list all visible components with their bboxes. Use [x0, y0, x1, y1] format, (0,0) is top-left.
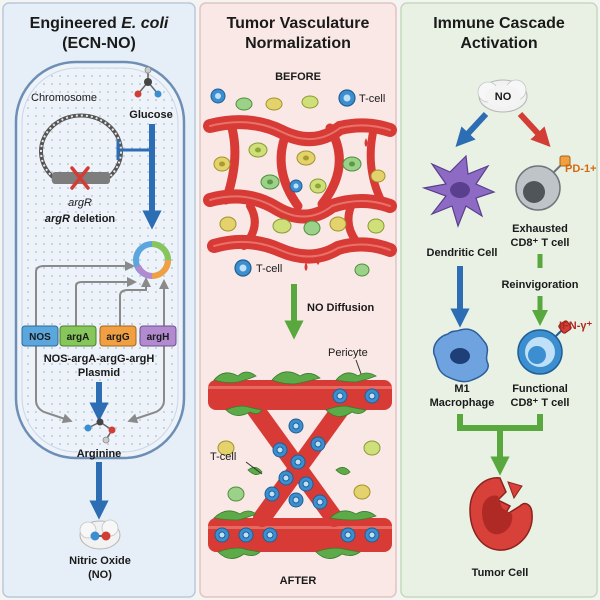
no-label: NO	[495, 91, 512, 103]
right-title-line2: Activation	[460, 35, 537, 52]
tcell-legend-icon-top	[338, 89, 356, 107]
tcell-before	[210, 88, 303, 193]
chromosome-label: Chromosome	[31, 92, 97, 104]
pd1-label: PD-1+	[565, 163, 597, 175]
macrophage-label: Macrophage	[430, 397, 495, 409]
right-title: Immune Cascade	[433, 15, 565, 32]
gene-box-argg	[99, 325, 137, 347]
nitric-oxide-label: Nitric Oxide	[69, 555, 131, 567]
exhausted-label: Exhausted	[512, 223, 568, 235]
middle-title-line2: Normalization	[245, 35, 351, 52]
no-to-exhausted-arrow	[517, 111, 551, 148]
dendritic-cell-label: Dendritic Cell	[427, 247, 498, 259]
gene-cassette: NOS argA argG argH	[21, 325, 177, 347]
tumor-cell-icon	[469, 477, 533, 551]
nitric-oxide-abbr-label: (NO)	[88, 569, 112, 581]
tcell-label-mid: T-cell	[256, 263, 282, 275]
tumor-cell-label: Tumor Cell	[472, 567, 529, 579]
plasmid-ring-icon	[133, 241, 171, 279]
reinvigoration-label: Reinvigoration	[501, 279, 578, 291]
tcells-after	[214, 388, 380, 543]
feedback-arrows	[35, 261, 169, 424]
pd1-receptor-icon	[553, 155, 571, 173]
tumor-cells-after	[217, 440, 381, 502]
tcell-label-bottom: T-cell	[210, 451, 236, 463]
exhausted-tcell-icon	[515, 165, 561, 211]
glucose-molecule-icon	[134, 66, 162, 98]
no-cloud-icon	[477, 79, 528, 113]
tcell-label-top: T-cell	[359, 93, 385, 105]
pericytes	[213, 371, 377, 559]
deletion-x-icon	[70, 166, 90, 190]
gene-box-argh	[139, 325, 177, 347]
m1-label: M1	[454, 383, 469, 395]
gene-box-arga	[59, 325, 97, 347]
middle-title: Tumor Vasculature	[227, 15, 370, 32]
argr-deletion-label: argR deletion	[45, 213, 116, 225]
ifn-secretion-icon	[555, 320, 572, 337]
nitric-oxide-cloud-icon	[79, 519, 121, 550]
argr-gene-label: argR	[68, 197, 92, 209]
tcell-legend-icon-mid	[234, 259, 252, 277]
tumor-cells-before	[213, 95, 386, 277]
no-diffusion-label: NO Diffusion	[307, 302, 374, 314]
pericyte-label: Pericyte	[328, 347, 368, 359]
ifn-label: IFN-γ⁺	[559, 320, 593, 332]
functional-tcell-icon	[517, 329, 563, 375]
gene-label-argg: argG	[106, 332, 130, 343]
panel-right-bg	[400, 2, 598, 598]
plasmid-genes-label: NOS-argA-argG-argH	[44, 353, 155, 365]
left-title-line2: (ECN-NO)	[62, 35, 136, 52]
no-to-dendritic-arrow	[455, 111, 489, 148]
dendritic-cell-icon	[421, 154, 496, 228]
after-label: AFTER	[280, 575, 317, 587]
gene-label-argh: argH	[147, 332, 170, 343]
functional-label: Functional	[512, 383, 568, 395]
functional-cd8-label: CD8⁺ T cell	[511, 397, 570, 409]
leak-drops	[304, 138, 368, 271]
tortuous-vessels	[203, 115, 397, 264]
bacterium-cytoplasm	[21, 67, 179, 453]
arginine-label: Arginine	[77, 448, 122, 460]
gene-box-nos	[21, 325, 59, 347]
tcell-pointer	[245, 461, 263, 475]
gene-label-arga: argA	[67, 332, 90, 343]
gene-label-nos: NOS	[29, 332, 51, 343]
before-label: BEFORE	[275, 71, 321, 83]
glucose-label: Glucose	[129, 109, 172, 121]
arginine-molecule-icon	[84, 418, 116, 444]
plasmid-label: Plasmid	[78, 367, 120, 379]
exhausted-cd8-label: CD8⁺ T cell	[511, 237, 570, 249]
macrophage-icon	[432, 328, 489, 383]
left-title: Engineered E. coli	[30, 15, 169, 32]
